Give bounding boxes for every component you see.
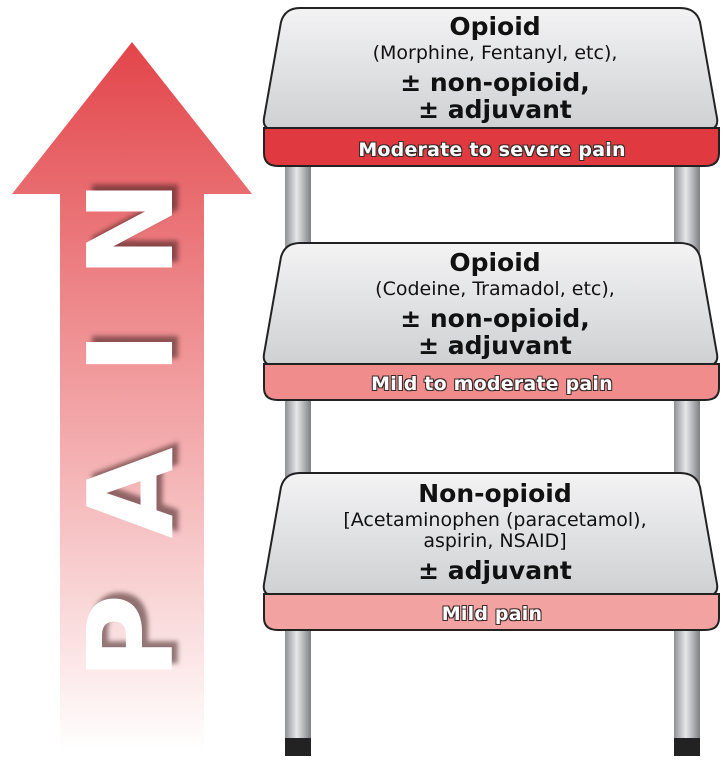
step-3-extra-1: ± adjuvant <box>418 556 572 585</box>
step-2-extra-2: ± adjuvant <box>418 331 572 360</box>
right-leg-foot <box>674 738 700 756</box>
pain-letter-n: N <box>62 179 200 279</box>
pain-letter-i: I <box>62 331 200 375</box>
back-right-leg <box>674 150 700 750</box>
step-1-extra-2: ± adjuvant <box>418 95 572 124</box>
step-3-title: Non-opioid <box>418 479 572 508</box>
step-2-detail: (Codeine, Tramadol, etc), <box>375 278 615 300</box>
pain-letter-a: A <box>62 447 200 539</box>
step-1-shape <box>262 7 720 167</box>
pain-arrow <box>12 42 252 752</box>
step-2-shape <box>262 242 720 401</box>
pain-letter-p: P <box>62 593 200 681</box>
left-leg-foot <box>285 738 311 756</box>
step-2-title: Opioid <box>449 248 541 277</box>
step-1-band-label: Moderate to severe pain <box>358 139 626 161</box>
step-3-detail-1: [Acetaminophen (paracetamol), <box>343 509 647 531</box>
step-1-title: Opioid <box>449 12 541 41</box>
step-3-band-label: Mild pain <box>441 603 543 625</box>
step-2-text: Opioid (Codeine, Tramadol, etc), ± non-o… <box>300 250 690 358</box>
step-2-band-label: Mild to moderate pain <box>371 373 613 395</box>
step-3-text: Non-opioid [Acetaminophen (paracetamol),… <box>300 481 690 583</box>
back-left-leg <box>285 150 311 750</box>
step-3-detail-2: aspirin, NSAID] <box>423 530 567 552</box>
step-1-detail: (Morphine, Fentanyl, etc), <box>372 42 618 64</box>
step-2-extra-1: ± non-opioid, <box>400 304 590 333</box>
stool-legs <box>285 150 700 756</box>
step-1-extra-1: ± non-opioid, <box>400 68 590 97</box>
step-3-shape <box>262 472 720 631</box>
step-1-text: Opioid (Morphine, Fentanyl, etc), ± non-… <box>300 14 690 122</box>
